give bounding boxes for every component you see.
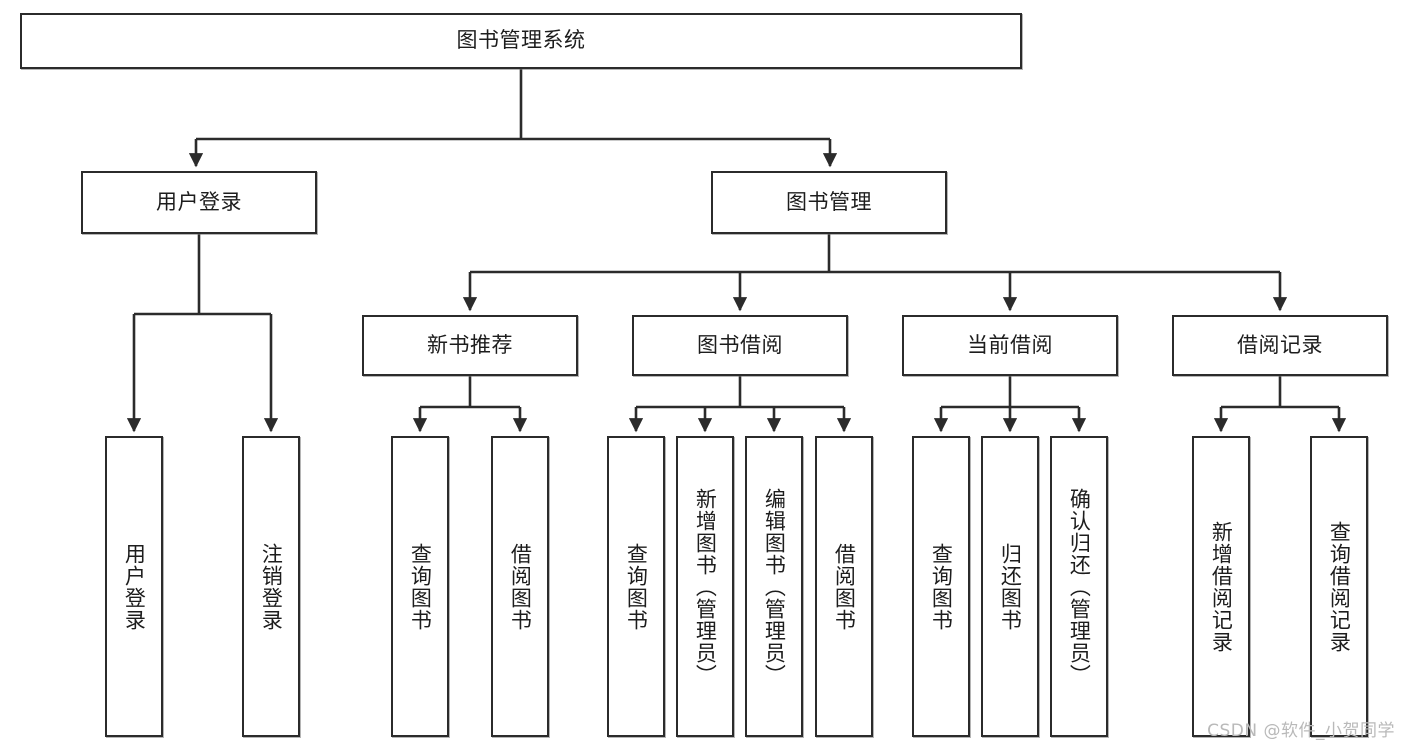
leaf-label: 注销登录: [259, 542, 284, 631]
node-label: 图书管理系统: [456, 28, 586, 53]
node-root-system[interactable]: 图书管理系统: [20, 13, 1022, 69]
leaf-new-book-1[interactable]: 查询图书: [391, 436, 449, 737]
node-user-login[interactable]: 用户登录: [81, 171, 317, 234]
node-current-borrow[interactable]: 当前借阅: [902, 315, 1118, 376]
leaf-user-login-1[interactable]: 用户登录: [105, 436, 163, 737]
node-book-borrow[interactable]: 图书借阅: [632, 315, 848, 376]
node-label: 新书推荐: [427, 332, 513, 357]
node-label: 图书管理: [786, 189, 872, 214]
leaf-label: 新增借阅记录: [1209, 520, 1234, 653]
node-label: 当前借阅: [967, 332, 1053, 357]
node-label: 借阅记录: [1237, 332, 1323, 357]
leaf-label: 编辑图书（管理员）: [762, 487, 787, 686]
node-new-book-recommend[interactable]: 新书推荐: [362, 315, 578, 376]
leaf-current-borrow-1[interactable]: 查询图书: [912, 436, 970, 737]
node-label: 图书借阅: [697, 332, 783, 357]
leaf-label: 查询借阅记录: [1327, 520, 1352, 653]
leaf-borrow-record-1[interactable]: 新增借阅记录: [1192, 436, 1250, 737]
leaf-book-borrow-2[interactable]: 新增图书（管理员）: [676, 436, 734, 737]
leaf-label: 借阅图书: [832, 542, 857, 631]
leaf-label: 新增图书（管理员）: [693, 487, 718, 686]
leaf-label: 借阅图书: [508, 542, 533, 631]
leaf-label: 查询图书: [624, 542, 649, 631]
leaf-new-book-2[interactable]: 借阅图书: [491, 436, 549, 737]
leaf-label: 查询图书: [408, 542, 433, 631]
leaf-label: 确认归还（管理员）: [1067, 487, 1092, 686]
node-book-manage[interactable]: 图书管理: [711, 171, 947, 234]
leaf-book-borrow-3[interactable]: 编辑图书（管理员）: [745, 436, 803, 737]
leaf-current-borrow-2[interactable]: 归还图书: [981, 436, 1039, 737]
leaf-label: 归还图书: [998, 542, 1023, 631]
node-label: 用户登录: [156, 189, 242, 214]
leaf-book-borrow-1[interactable]: 查询图书: [607, 436, 665, 737]
leaf-label: 查询图书: [929, 542, 954, 631]
leaf-label: 用户登录: [122, 542, 147, 631]
leaf-borrow-record-2[interactable]: 查询借阅记录: [1310, 436, 1368, 737]
node-borrow-record[interactable]: 借阅记录: [1172, 315, 1388, 376]
leaf-current-borrow-3[interactable]: 确认归还（管理员）: [1050, 436, 1108, 737]
leaf-book-borrow-4[interactable]: 借阅图书: [815, 436, 873, 737]
leaf-user-login-2[interactable]: 注销登录: [242, 436, 300, 737]
